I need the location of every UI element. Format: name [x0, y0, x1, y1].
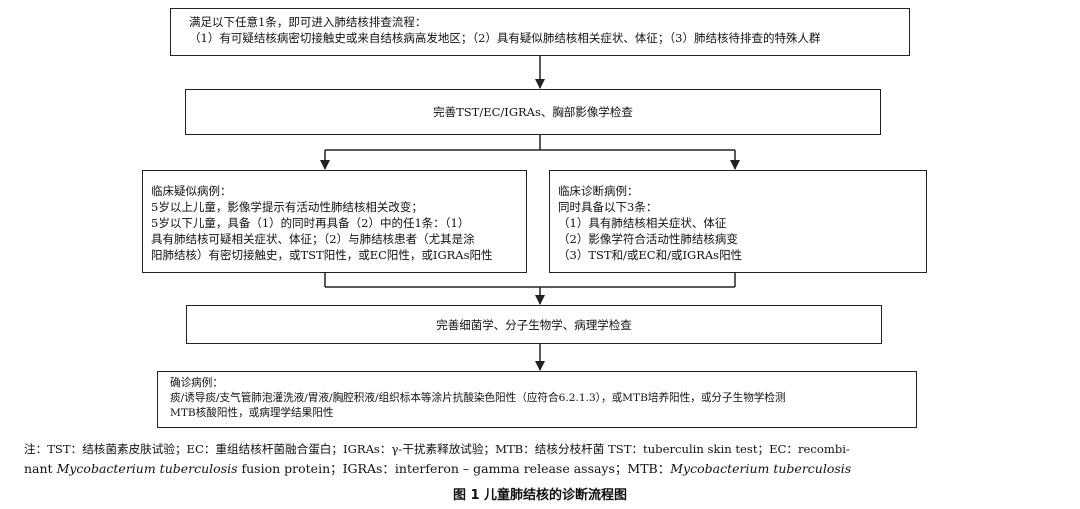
clinical-case-line: 同时具备以下3条： — [558, 200, 658, 214]
suspected-case-line: 5岁以下儿童，具备（1）的同时再具备（2）中的任1条：（1） — [151, 216, 470, 230]
suspected-case-line: 阳肺结核）有密切接触史，或TST阳性，或EC阳性，或IGRAs阳性 — [151, 248, 493, 262]
clinical-case-line: （1）具有肺结核相关症状、体征 — [558, 216, 727, 230]
confirmed-case-title: 确诊病例： — [170, 377, 223, 389]
figure-caption: 图 1 儿童肺结核的诊断流程图 — [452, 488, 628, 503]
confirmed-case-box: 确诊病例： 痰/诱导痰/支气管肺泡灌洗液/胃液/胸腔积液/组织标本等涂片抗酸染色… — [157, 371, 917, 428]
step-lab-box: 完善细菌学、分子生物学、病理学检查 — [186, 305, 882, 344]
footnote-text: nant — [24, 461, 57, 476]
clinical-case-box: 临床诊断病例： 同时具备以下3条： （1）具有肺结核相关症状、体征 （2）影像学… — [549, 170, 927, 273]
footnote-text: fusion protein；IGRAs：interferon – gamma … — [237, 461, 671, 476]
step-lab-text: 完善细菌学、分子生物学、病理学检查 — [436, 317, 632, 332]
suspected-case-box: 临床疑似病例： 5岁以上儿童，影像学提示有活动性肺结核相关改变； 5岁以下儿童，… — [142, 170, 527, 273]
flow-connectors — [320, 56, 740, 371]
footnote-line-1: 注：TST：结核菌素皮肤试验；EC：重组结核杆菌融合蛋白；IGRAs：γ-干扰素… — [24, 439, 1064, 459]
clinical-case-line: （3）TST和/或EC和/或IGRAs阳性 — [558, 248, 743, 262]
step-tests-text: 完善TST/EC/IGRAs、胸部影像学检查 — [433, 105, 633, 119]
entry-criteria-box: 满足以下任意1条，即可进入肺结核排查流程： （1）有可疑结核病密切接触史或来自结… — [170, 8, 910, 56]
confirmed-case-line: MTB核酸阳性，或病理学结果阳性 — [170, 407, 334, 419]
suspected-case-line: 5岁以上儿童，影像学提示有活动性肺结核相关改变； — [151, 200, 423, 214]
footnote-line-2: nant Mycobacterium tuberculosis fusion p… — [24, 459, 1064, 479]
entry-criteria-items: （1）有可疑结核病密切接触史或来自结核病高发地区；（2）具有疑似肺结核相关症状、… — [189, 31, 821, 45]
clinical-case-title: 临床诊断病例： — [558, 184, 639, 198]
suspected-case-line: 具有肺结核可疑相关症状、体征；（2）与肺结核患者（尤其是涂 — [151, 232, 475, 246]
step-tests-box: 完善TST/EC/IGRAs、胸部影像学检查 — [185, 89, 881, 135]
footnote-text: 注：TST：结核菌素皮肤试验；EC：重组结核杆菌融合蛋白；IGRAs：γ-干扰素… — [24, 442, 850, 456]
confirmed-case-line: 痰/诱导痰/支气管肺泡灌洗液/胃液/胸腔积液/组织标本等涂片抗酸染色阳性（应符合… — [170, 392, 786, 404]
suspected-case-title: 临床疑似病例： — [151, 184, 232, 198]
clinical-case-line: （2）影像学符合活动性肺结核病变 — [558, 232, 738, 246]
footnote-species-name: Mycobacterium tuberculosis — [56, 461, 238, 476]
entry-criteria-heading: 满足以下任意1条，即可进入肺结核排查流程： — [189, 15, 427, 29]
footnote: 注：TST：结核菌素皮肤试验；EC：重组结核杆菌融合蛋白；IGRAs：γ-干扰素… — [24, 439, 1064, 479]
footnote-species-name: Mycobacterium tuberculosis — [670, 461, 852, 476]
